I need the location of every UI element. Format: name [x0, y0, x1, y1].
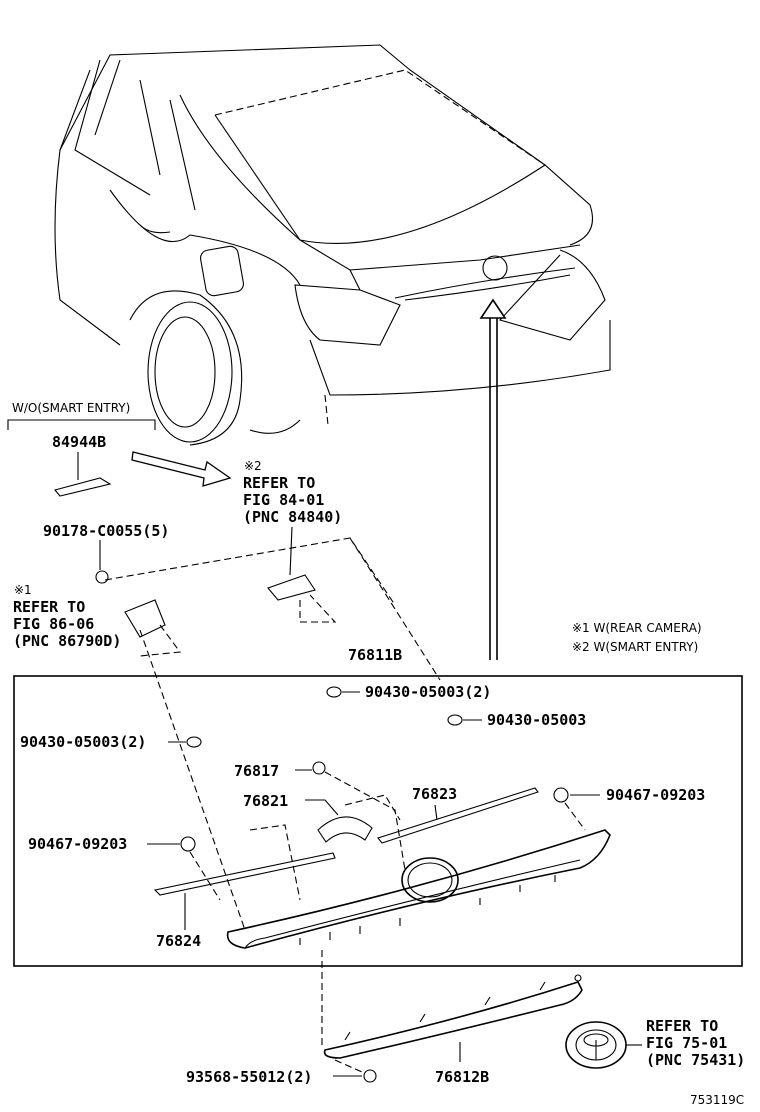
ref-75-line3: (PNC 75431)	[646, 1051, 745, 1069]
part-76821-label: 76821	[243, 792, 288, 810]
ref-84-line1: REFER TO	[243, 474, 315, 492]
wo-smart-entry-label: W/O(SMART ENTRY)	[12, 401, 130, 415]
part-76812B-shape	[323, 974, 583, 1059]
part-90430-c-label: 90430-05003(2)	[20, 733, 146, 751]
note-1: ※1 W(REAR CAMERA)	[572, 621, 702, 635]
ref-84-mark: ※2	[244, 459, 262, 473]
part-76811B-label: 76811B	[348, 646, 402, 664]
part-76824-shape	[153, 852, 336, 896]
part-76812B-label: 76812B	[435, 1068, 489, 1086]
car-illustration	[54, 44, 611, 446]
part-90467-a-label: 90467-09203	[606, 786, 705, 804]
note-2: ※2 W(SMART ENTRY)	[572, 640, 698, 654]
part-93568-label: 93568-55012(2)	[186, 1068, 312, 1086]
replacement-arrow	[131, 451, 232, 487]
toyota-emblem-icon	[565, 1021, 627, 1069]
ref-84-line3: (PNC 84840)	[243, 508, 342, 526]
assembly-frame	[13, 675, 743, 967]
location-arrow	[479, 298, 507, 660]
part-76824-label: 76824	[156, 932, 201, 950]
ref-84-line2: FIG 84-01	[243, 491, 324, 509]
ref-75-line1: REFER TO	[646, 1017, 718, 1035]
part-76823-label: 76823	[412, 785, 457, 803]
part-76821-shape	[317, 816, 373, 843]
part-90467-b-label: 90467-09203	[28, 835, 127, 853]
wo-smart-entry-bracket	[7, 419, 156, 430]
part-90178-label: 90178-C0055(5)	[43, 522, 169, 540]
part-84944B-label: 84944B	[52, 433, 106, 451]
ref-86-line2: FIG 86-06	[13, 615, 94, 633]
ref-75-line2: FIG 75-01	[646, 1034, 727, 1052]
ref-86-mark: ※1	[14, 583, 32, 597]
part-76817-label: 76817	[234, 762, 279, 780]
smart-entry-switch-shape	[267, 574, 316, 601]
rear-camera-shape	[124, 599, 166, 638]
part-76823-shape	[377, 787, 539, 844]
part-90430-a-label: 90430-05003(2)	[365, 683, 491, 701]
ref-86-line3: (PNC 86790D)	[13, 632, 121, 650]
figure-code: 753119C	[690, 1093, 744, 1107]
part-84944B-shape	[54, 477, 112, 497]
part-90430-b-label: 90430-05003	[487, 711, 586, 729]
part-76811B-shape	[226, 829, 611, 949]
ref-86-line1: REFER TO	[13, 598, 85, 616]
